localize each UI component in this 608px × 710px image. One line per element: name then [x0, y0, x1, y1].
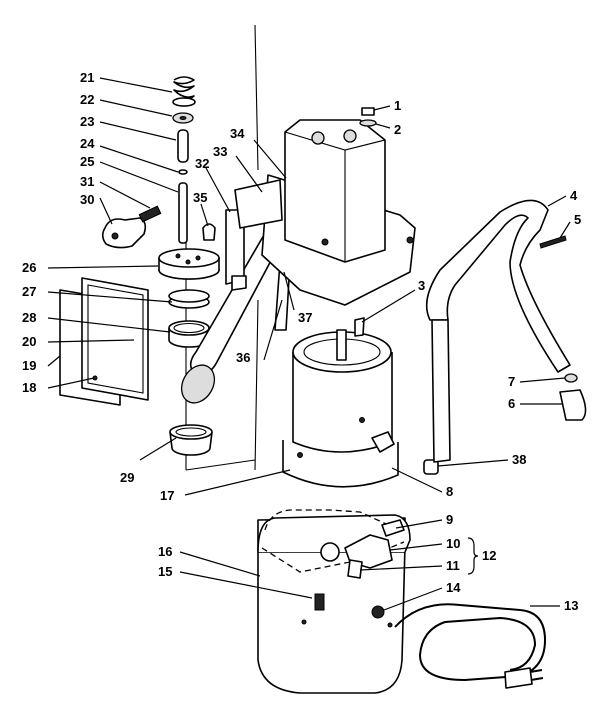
callout-32: 32 — [195, 156, 209, 171]
callout-22: 22 — [80, 92, 94, 107]
callout-7: 7 — [508, 374, 515, 389]
callout-labels: 21 22 23 24 25 31 30 26 27 28 20 19 18 2… — [22, 70, 581, 613]
elbow-tube-part — [180, 227, 283, 404]
callout-2: 2 — [394, 122, 401, 137]
callout-29: 29 — [120, 470, 134, 485]
callout-36: 36 — [236, 350, 250, 365]
callout-24: 24 — [80, 136, 95, 151]
callout-3: 3 — [418, 278, 425, 293]
hose-fitting-part — [423, 459, 439, 475]
callout-35: 35 — [193, 190, 207, 205]
callout-25: 25 — [80, 154, 94, 169]
callout-17: 17 — [160, 488, 174, 503]
callout-10: 10 — [446, 536, 460, 551]
power-cord-part — [394, 603, 547, 689]
filter-panel-part — [59, 277, 149, 406]
callout-8: 8 — [446, 484, 453, 499]
motor-body-part — [282, 317, 399, 488]
screw-part-2 — [539, 235, 567, 249]
callout-31: 31 — [80, 174, 94, 189]
callout-21: 21 — [80, 70, 94, 85]
callout-6: 6 — [508, 396, 515, 411]
leader-lines — [47, 77, 571, 611]
switch-knob-part — [101, 205, 162, 249]
spring-part — [172, 76, 196, 107]
callout-38: 38 — [512, 452, 526, 467]
callout-14: 14 — [446, 580, 461, 595]
washer-part — [172, 112, 194, 124]
callout-20: 20 — [22, 334, 36, 349]
callout-1: 1 — [394, 98, 401, 113]
hose-wand-part — [425, 199, 571, 463]
tube-part — [177, 129, 189, 163]
impeller-disk-part — [158, 248, 220, 280]
callout-37: 37 — [298, 310, 312, 325]
seal-ring-part — [168, 289, 210, 309]
callout-23: 23 — [80, 114, 94, 129]
callout-15: 15 — [158, 564, 172, 579]
callout-28: 28 — [22, 310, 36, 325]
callout-4: 4 — [570, 188, 578, 203]
callout-30: 30 — [80, 192, 94, 207]
callout-19: 19 — [22, 358, 36, 373]
callout-13: 13 — [564, 598, 578, 613]
callout-5: 5 — [574, 212, 581, 227]
callout-9: 9 — [446, 512, 453, 527]
cap-part — [202, 223, 216, 241]
base-tank-part — [257, 509, 411, 694]
callout-34: 34 — [230, 126, 245, 141]
shaft-part — [178, 182, 188, 244]
callout-16: 16 — [158, 544, 172, 559]
motor-housing-part — [234, 119, 416, 306]
switch-assembly-part — [320, 519, 405, 579]
lower-collar-part — [169, 424, 213, 456]
callout-11: 11 — [446, 558, 460, 573]
screw-part — [359, 107, 377, 127]
ring-part — [178, 169, 188, 175]
callout-33: 33 — [213, 144, 227, 159]
callout-12: 12 — [482, 548, 496, 563]
callout-27: 27 — [22, 284, 36, 299]
collar-part — [168, 320, 210, 348]
callout-18: 18 — [22, 380, 36, 395]
callout-26: 26 — [22, 260, 36, 275]
group-brace — [467, 537, 479, 575]
nozzle-part — [559, 373, 587, 421]
